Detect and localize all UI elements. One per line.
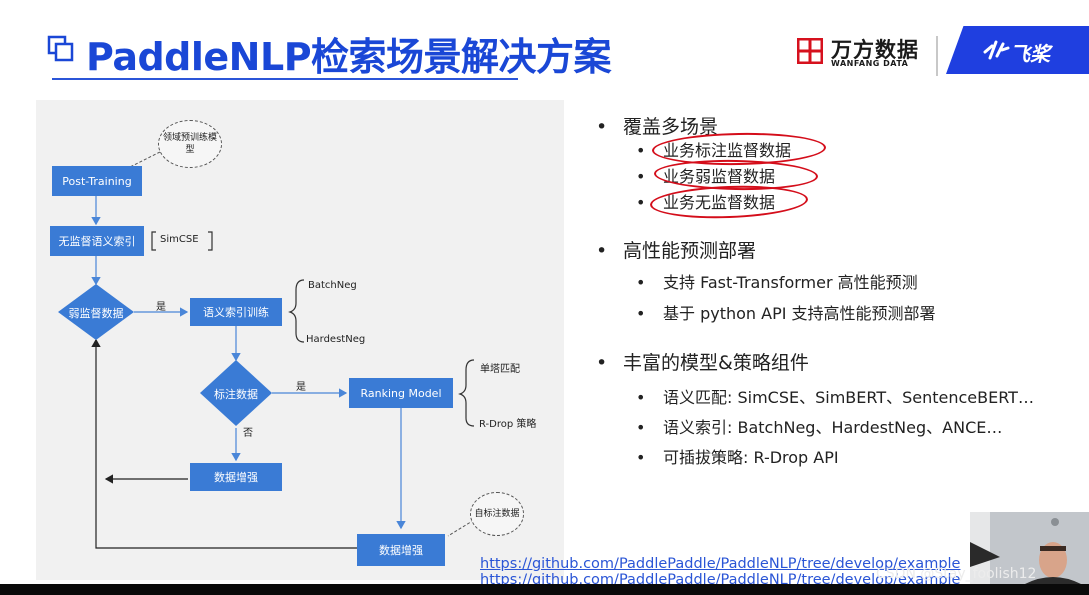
batchneg-label: BatchNeg bbox=[308, 280, 357, 291]
yes-label-1: 是 bbox=[156, 298, 166, 313]
domain-pretrain-cloud: 领域预训练模型 bbox=[158, 120, 222, 168]
sub-bullet: •语义匹配: SimCSE、SimBERT、SentenceBERT… bbox=[636, 384, 1034, 408]
weak-supervised-label: 弱监督数据 bbox=[64, 305, 128, 321]
unsupervised-index-box: 无监督语义索引 bbox=[50, 226, 144, 256]
no-label: 否 bbox=[243, 424, 253, 439]
single-tower-label: 单塔匹配 bbox=[480, 360, 520, 375]
post-training-box: Post-Training bbox=[52, 166, 142, 196]
sub-bullet: •可插拔策略: R-Drop API bbox=[636, 444, 839, 468]
yes-label-2: 是 bbox=[296, 378, 306, 393]
data-augment-box-1: 数据增强 bbox=[190, 463, 282, 491]
labeled-data-label: 标注数据 bbox=[206, 386, 266, 402]
rdrop-label: R-Drop 策略 bbox=[479, 415, 536, 430]
ranking-model-box: Ranking Model bbox=[349, 378, 453, 408]
bullet-components: •丰富的模型&策略组件 bbox=[596, 348, 809, 375]
hardestneg-label: HardestNeg bbox=[306, 334, 365, 345]
data-augment-box-2: 数据增强 bbox=[357, 534, 445, 566]
sub-bullet: •语义索引: BatchNeg、HardestNeg、ANCE… bbox=[636, 414, 1002, 438]
sub-bullet: •基于 python API 支持高性能预测部署 bbox=[636, 300, 936, 324]
csdn-watermark: CSDN @Stay_foolish12 bbox=[876, 566, 1036, 582]
self-label-cloud: 自标注数据 bbox=[470, 492, 524, 536]
bullet-dot: • bbox=[596, 116, 623, 138]
bottom-bar bbox=[0, 584, 1089, 595]
semantic-index-train-box: 语义索引训练 bbox=[190, 298, 282, 326]
sub-bullet: •支持 Fast-Transformer 高性能预测 bbox=[636, 269, 918, 293]
bullet-deployment: •高性能预测部署 bbox=[596, 236, 756, 263]
simcse-label: SimCSE bbox=[160, 234, 199, 245]
